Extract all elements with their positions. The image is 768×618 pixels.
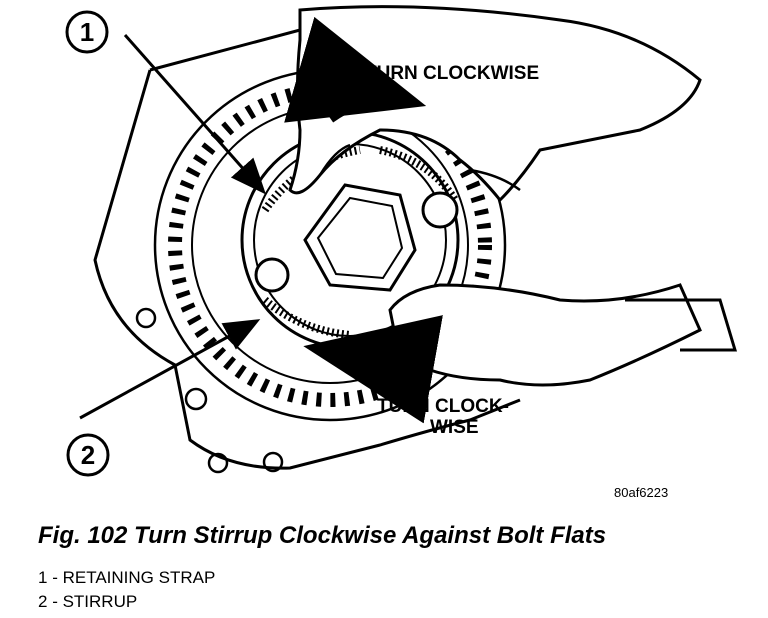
callout-1: 1 (65, 10, 109, 54)
leader-line-1 (123, 34, 266, 195)
leader-line-2 (79, 319, 261, 420)
bolt-hole (262, 451, 284, 473)
turn-clockwise-label-bottom-line2: WISE (430, 417, 479, 438)
technical-illustration: 1 2 TURN CLOCKWISE TURN CLOCK- WISE 80af… (65, 5, 738, 500)
legend-separator: - (47, 592, 63, 611)
legend-number: 2 (38, 592, 48, 611)
hex-bolt-head (303, 183, 417, 292)
legend-separator: - (47, 568, 63, 587)
legend-item: 2 - STIRRUP (38, 590, 215, 614)
callout-2: 2 (66, 433, 110, 477)
stirrup-bolt (421, 191, 459, 229)
legend-item: 1 - RETAINING STRAP (38, 566, 215, 590)
hex-bolt-face (316, 196, 404, 280)
image-code: 80af6223 (614, 485, 668, 500)
legend-label: STIRRUP (62, 592, 138, 611)
turn-arrow-bottom (303, 315, 443, 424)
legend-number: 1 (38, 568, 48, 587)
turn-clockwise-label-top: TURN CLOCKWISE (365, 63, 539, 84)
bolt-hole (135, 307, 157, 329)
svg-text:1: 1 (80, 17, 94, 47)
turn-clockwise-label-bottom-line1: TURN CLOCK- (377, 396, 509, 417)
figure-caption: Fig. 102 Turn Stirrup Clockwise Against … (38, 522, 607, 549)
legend-label: RETAINING STRAP (62, 568, 216, 587)
svg-text:2: 2 (81, 440, 95, 470)
bolt-hole (207, 452, 229, 474)
strap-hatching (262, 296, 351, 339)
tool-handle (625, 298, 738, 352)
stirrup-bolt (254, 257, 290, 293)
lower-hand (388, 283, 702, 387)
legend: 1 - RETAINING STRAP 2 - STIRRUP (38, 566, 215, 614)
bolt-hole (184, 387, 208, 411)
upper-hand-knuckle (318, 143, 521, 192)
turn-arrow-top (284, 16, 427, 123)
